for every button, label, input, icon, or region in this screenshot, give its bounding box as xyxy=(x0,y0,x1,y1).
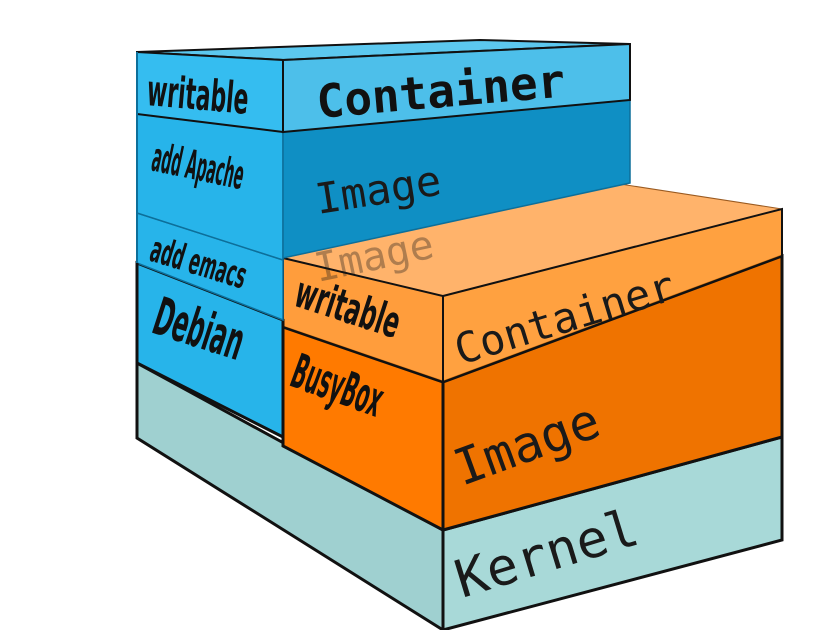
blue-writable-label: writable xyxy=(145,65,251,124)
busybox-stack: BusyBox Image writable Container Image xyxy=(281,183,784,533)
debian-stack: Debian add emacs add Apache Image writab… xyxy=(135,38,631,440)
orange-container-side xyxy=(442,207,783,384)
blue-container-side xyxy=(282,42,631,134)
kernel-layer: Kernel xyxy=(135,355,784,630)
